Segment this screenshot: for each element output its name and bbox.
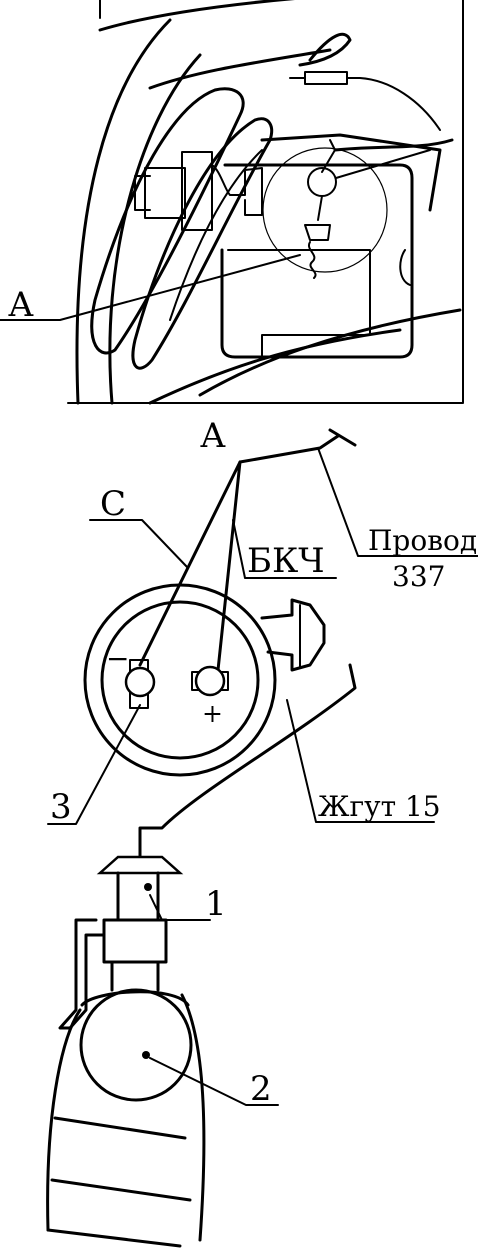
harness-15-wire	[138, 663, 357, 864]
inner-lens-line	[169, 149, 263, 321]
housing-nozzle	[260, 598, 326, 672]
sensor-dot	[142, 1051, 150, 1059]
plug-collar	[102, 918, 168, 964]
leader-bkch	[232, 519, 337, 579]
detail-circle	[262, 147, 388, 273]
label-item-1: 1	[205, 884, 227, 924]
overview-frame	[67, 0, 464, 404]
callout-label-a: А	[8, 285, 34, 325]
terminal-plus-nut	[194, 665, 226, 697]
inner-lens-left	[90, 87, 245, 355]
leader-harness	[286, 699, 435, 823]
label-c: С	[100, 484, 126, 524]
terminal-plus	[191, 665, 229, 697]
body-notch	[399, 249, 411, 286]
strap-top-edge	[98, 0, 295, 32]
terminal-minus-nut	[124, 666, 156, 698]
sensor-stem	[110, 960, 160, 992]
lamp-body	[211, 164, 263, 216]
lamp-collar	[181, 151, 213, 231]
strap-lower-edge	[148, 48, 332, 90]
housing-inner-ring	[100, 600, 260, 760]
leader-3	[47, 704, 141, 825]
outer-curve-left	[75, 18, 172, 405]
view-title-a: А	[200, 416, 226, 456]
hose-ribs	[46, 1116, 192, 1248]
leader-1	[149, 894, 211, 921]
callout-leader-a	[0, 254, 301, 321]
leader-2	[149, 1057, 279, 1106]
wire-337	[238, 428, 357, 464]
label-item-2: 2	[250, 1069, 272, 1109]
body-block	[220, 163, 414, 359]
plug-cap	[96, 855, 184, 875]
hose-outline	[46, 993, 206, 1242]
wire-right-2	[333, 138, 454, 152]
plug-dot	[144, 883, 152, 891]
label-harness: Жгут 15	[318, 790, 441, 823]
label-bkch: БКЧ	[247, 541, 325, 581]
label-wire-line1: Провод	[368, 524, 477, 557]
detail-plug	[304, 195, 331, 241]
detail-view-a: А − + С БКЧ Провод 337 Ж	[46, 416, 478, 1248]
sensor-bulb	[79, 988, 193, 1102]
outer-curve-2	[108, 53, 202, 405]
top-connector-leads	[289, 77, 441, 131]
strap-tip	[298, 32, 352, 67]
housing-outer-ring	[83, 583, 277, 777]
wire-bkch-pair	[138, 460, 242, 672]
overview-view: А	[0, 0, 464, 405]
lower-line-1	[198, 308, 462, 397]
lamp-cap	[144, 167, 186, 219]
leader-wire-337	[317, 447, 478, 557]
detail-wires	[321, 139, 431, 179]
plug-neck	[116, 871, 160, 922]
label-item-3: 3	[50, 787, 72, 827]
terminal-minus	[124, 659, 156, 709]
label-wire-line2: 337	[392, 560, 445, 593]
leader-c	[89, 519, 189, 569]
lower-line-2	[148, 328, 402, 405]
detail-hose	[307, 241, 317, 279]
wire-right-1	[260, 133, 442, 212]
sensor-bulb-top	[80, 990, 190, 1007]
plus-label: +	[202, 699, 223, 728]
minus-label: −	[106, 642, 129, 675]
plug-bracket	[58, 918, 106, 1030]
top-connector	[304, 71, 348, 85]
lamp-back	[134, 175, 151, 211]
